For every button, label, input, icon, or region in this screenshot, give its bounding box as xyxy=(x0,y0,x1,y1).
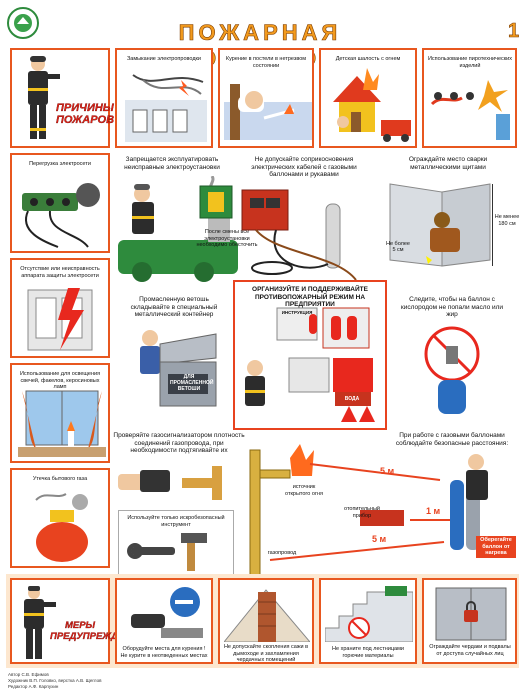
gap-label-top: Не более xyxy=(386,241,410,247)
circuit-breaker-icon xyxy=(27,288,93,351)
locked-door-icon xyxy=(435,587,507,641)
container-label: ДЛЯ ПРОМАСЛЕННОЙ ВЕТОШИ xyxy=(170,374,214,392)
fire-source-label: источник открытого огня xyxy=(285,484,323,497)
electrician-machine-illustration xyxy=(118,176,238,282)
instruction-board-label: ИНСТРУКЦИЯ xyxy=(281,310,313,315)
prevention-caption: Не храните под лестницами горючие матери… xyxy=(332,646,404,659)
oily-rags-container-illustration xyxy=(140,330,217,407)
keep-away-badge: Оберегайте баллон от нагрева xyxy=(476,536,516,558)
prevention-panel-stairs: Не храните под лестницами горючие матери… xyxy=(319,578,417,664)
firefighter-figure xyxy=(28,56,60,139)
prevention-caption: Ограждайте чердаки и подвалы от доступа … xyxy=(429,644,511,657)
causes-heading: ПРИЧИНЫ ПОЖАРОВ xyxy=(56,102,115,126)
cause-caption: Утечка бытового газа xyxy=(32,476,88,482)
rule-rags: Промасленную ветошь складывайте в специа… xyxy=(130,296,218,318)
distance-5m-bottom: 5 м xyxy=(372,534,387,544)
rule-gas-check: Проверяйте газосигнализатором плотность … xyxy=(113,432,245,454)
fireworks-icon xyxy=(430,80,510,140)
electrical-switch-box-icon xyxy=(199,185,233,219)
cause-caption: Использование пиротехнических изделий xyxy=(427,56,513,69)
prevention-caption: Не допускайте скопления сажи в дымоходе … xyxy=(223,644,309,663)
cause-panel-wiring: Замыкание электропроводки xyxy=(115,48,213,148)
cause-caption: Использование для освещения свечей, факе… xyxy=(19,371,101,390)
cause-panel-gas-leak: Утечка бытового газа xyxy=(10,468,110,568)
credit-artist: Художник В.П. Головко, верстка А.В. Щегл… xyxy=(8,678,102,683)
pipeline-label: газопровод xyxy=(267,550,297,556)
candle-window-icon xyxy=(18,390,106,457)
wiring-spark-icon xyxy=(125,74,207,142)
heater-label: отопительный прибор xyxy=(344,506,380,519)
sheet-number: 1 xyxy=(508,20,520,43)
rule-after-shift: После смены все электроустановки необход… xyxy=(196,229,258,248)
cause-caption: Курение в постели в нетрезвом состоянии xyxy=(225,56,307,69)
prevention-panel-basement: Ограждайте чердаки и подвалы от доступа … xyxy=(422,578,517,664)
cause-panel-pyrotechnics: Использование пиротехнических изделий xyxy=(422,48,517,148)
cause-panel-smoking: Курение в постели в нетрезвом состоянии xyxy=(218,48,314,148)
welding-screen-illustration xyxy=(389,183,491,267)
prevention-heading-panel: МЕРЫ ПРЕДУПРЕЖДЕНИЯ xyxy=(10,578,145,664)
publisher-logo xyxy=(6,6,40,40)
welding-machine-cylinder-illustration xyxy=(241,189,357,281)
prevention-caption: Оборудуйте места для курения ! Не курите… xyxy=(120,646,208,659)
credit-author: Автор С.В. Ефимов xyxy=(8,672,49,677)
prevention-panel-smoking: Оборудуйте места для курения ! Не курите… xyxy=(115,578,213,664)
stairs-no-storage-icon xyxy=(325,586,413,642)
causes-heading-panel: ПРИЧИНЫ ПОЖАРОВ xyxy=(10,48,115,148)
no-smoking-sign-icon xyxy=(131,587,203,638)
height-label-value: 180 см xyxy=(498,221,516,227)
gap-label-value: 5 см xyxy=(392,247,404,253)
distance-5m-top: 5 м xyxy=(380,466,395,476)
cause-panel-candles: Использование для освещения свечей, факе… xyxy=(10,363,110,463)
fire-regime-title: ОРГАНИЗУЙТЕ И ПОДДЕРЖИВАЙТЕ ПРОТИВОПОЖАР… xyxy=(252,286,368,308)
fire-regime-illustration xyxy=(245,307,375,422)
cause-caption: Перегрузка электросети xyxy=(29,161,91,167)
rule-oil: Следите, чтобы на баллон с кислородом не… xyxy=(400,296,504,318)
distance-1m: 1 м xyxy=(426,506,441,516)
oxygen-cylinder-no-oil-illustration xyxy=(424,326,480,414)
fire-regime-panel: ОРГАНИЗУЙТЕ И ПОДДЕРЖИВАЙТЕ ПРОТИВОПОЖАР… xyxy=(233,280,387,430)
overloaded-socket-icon xyxy=(22,183,100,248)
cause-caption: Детская шалость с огнем xyxy=(335,56,401,62)
cause-panel-overload: Перегрузка электросети xyxy=(10,153,110,253)
rule-equipment: Запрещается эксплуатировать неисправные … xyxy=(124,156,220,171)
gas-stove-icon xyxy=(35,493,88,562)
tools-box: Используйте только искробезопасный инстр… xyxy=(118,510,234,580)
house-fire-icon xyxy=(333,68,411,142)
firefighter-figure xyxy=(24,586,56,659)
cause-panel-children: Детская шалость с огнем xyxy=(319,48,417,148)
cause-panel-protection: Отсутствие или неисправность аппарата за… xyxy=(10,258,110,358)
chimney-attic-icon xyxy=(224,589,310,642)
rule-tools: Используйте только искробезопасный инстр… xyxy=(127,515,225,528)
height-label-top: Не менее xyxy=(494,214,520,220)
prevention-heading: МЕРЫ ПРЕДУПРЕЖДЕНИЯ xyxy=(50,620,145,642)
bed-smoking-icon xyxy=(224,84,312,140)
gas-cylinder-distances-illustration xyxy=(249,444,488,581)
gas-detector-illustration xyxy=(118,466,222,500)
credit-editor: Редактор А.Ф. Карпухин xyxy=(8,684,59,689)
prevention-panel-chimney: Не допускайте скопления сажи в дымоходе … xyxy=(218,578,314,664)
rule-cylinders: При работе с газовыми баллонами соблюдай… xyxy=(395,432,509,447)
height-dimension-line xyxy=(492,184,493,266)
water-label: ВОДА xyxy=(344,396,360,402)
rule-cables: Не допускайте соприкосновения электричес… xyxy=(251,156,357,178)
spark-safe-tools-icon xyxy=(127,533,207,571)
cause-caption: Отсутствие или неисправность аппарата за… xyxy=(20,266,100,279)
rule-welding: Ограждайте место сварки металлическими щ… xyxy=(408,156,488,171)
cause-caption: Замыкание электропроводки xyxy=(126,56,202,62)
